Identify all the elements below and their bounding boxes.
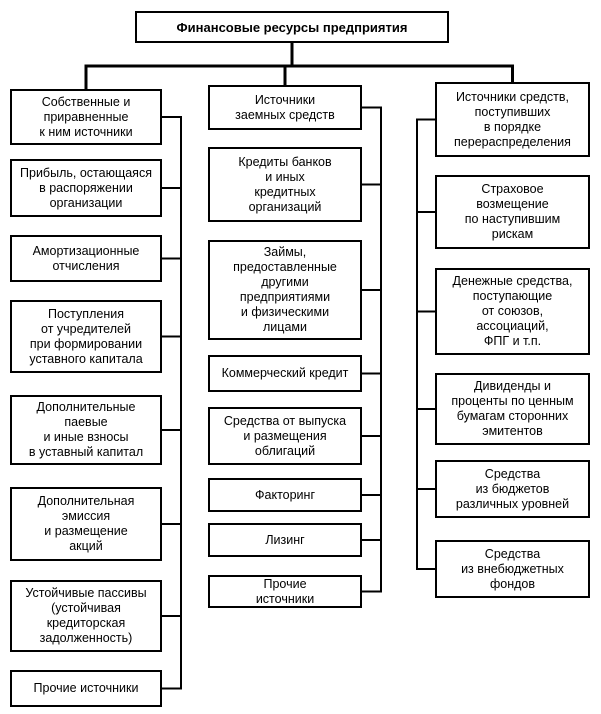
box-bond-issue-proceeds: Средства от выпуска и размещения облигац… — [208, 407, 362, 465]
box-label: Устойчивые пассивы (устойчивая кредиторс… — [25, 586, 147, 645]
box-label: Займы, предоставленные другими предприят… — [233, 245, 337, 334]
title-label: Финансовые ресурсы предприятия — [176, 19, 408, 35]
box-additional-emission: Дополнительная эмиссия и размещение акци… — [10, 487, 162, 561]
box-label: Лизинг — [265, 532, 305, 547]
box-commercial-credit: Коммерческий кредит — [208, 355, 362, 392]
box-other-own-sources: Прочие источники — [10, 670, 162, 707]
box-label: Средства от выпуска и размещения облигац… — [223, 413, 347, 458]
title-box: Финансовые ресурсы предприятия — [135, 11, 449, 43]
box-label: Дополнительные паевые и иные взносы в ус… — [28, 400, 144, 459]
box-additional-share-contributions: Дополнительные паевые и иные взносы в ус… — [10, 395, 162, 465]
box-loans-from-others: Займы, предоставленные другими предприят… — [208, 240, 362, 340]
box-label: Прибыль, остающаяся в распоряжении орган… — [20, 165, 152, 210]
box-label: Дополнительная эмиссия и размещение акци… — [37, 494, 135, 553]
box-label: Средства из внебюджетных фондов — [461, 546, 564, 591]
box-label: Коммерческий кредит — [221, 366, 349, 380]
box-own-sources-header: Собственные и приравненные к ним источни… — [10, 89, 162, 145]
box-bank-credits: Кредиты банков и иных кредитных организа… — [208, 147, 362, 222]
box-label: Прочие источники — [33, 681, 139, 695]
box-depreciation: Амортизационные отчисления — [10, 235, 162, 282]
box-insurance-compensation: Страховое возмещение по наступившим риск… — [435, 175, 590, 249]
box-funds-from-unions: Денежные средства, поступающие от союзов… — [435, 268, 590, 355]
box-budget-funds: Средства из бюджетов различных уровней — [435, 460, 590, 518]
box-label: Собственные и приравненные к ним источни… — [39, 94, 133, 139]
box-label: Факторинг — [255, 487, 315, 502]
box-label: Прочие источники — [255, 576, 315, 606]
box-founders-contributions: Поступления от учредителей при формирова… — [10, 300, 162, 373]
box-other-borrowed-sources: Прочие источники — [208, 575, 362, 608]
box-label: Дивиденды и проценты по ценным бумагам с… — [451, 379, 574, 438]
box-label: Поступления от учредителей при формирова… — [29, 306, 143, 366]
box-label: Денежные средства, поступающие от союзов… — [452, 274, 573, 348]
box-profit: Прибыль, остающаяся в распоряжении орган… — [10, 159, 162, 217]
box-label: Источники средств, поступивших в порядке… — [454, 89, 571, 149]
box-stable-liabilities: Устойчивые пассивы (устойчивая кредиторс… — [10, 580, 162, 652]
box-factoring: Факторинг — [208, 478, 362, 512]
box-redistribution-sources-header: Источники средств, поступивших в порядке… — [435, 82, 590, 157]
box-label: Средства из бюджетов различных уровней — [455, 466, 570, 511]
box-label: Страховое возмещение по наступившим риск… — [464, 182, 561, 241]
box-leasing: Лизинг — [208, 523, 362, 557]
box-label: Кредиты банков и иных кредитных организа… — [238, 154, 332, 214]
box-borrowed-sources-header: Источники заемных средств — [208, 85, 362, 130]
box-dividends-interest: Дивиденды и проценты по ценным бумагам с… — [435, 373, 590, 445]
box-extrabudgetary-funds: Средства из внебюджетных фондов — [435, 540, 590, 598]
box-label: Амортизационные отчисления — [32, 243, 140, 273]
box-label: Источники заемных средств — [235, 92, 335, 122]
